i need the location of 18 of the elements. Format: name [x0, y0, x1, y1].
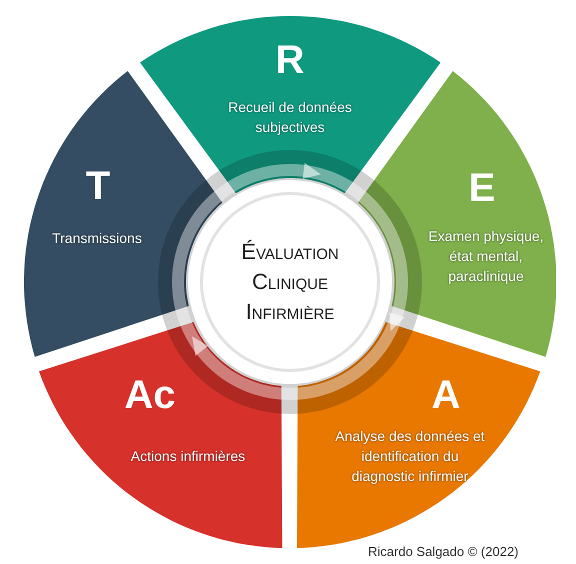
cycle-segment — [39, 322, 283, 548]
segment-letter: T — [86, 164, 110, 208]
segment-description: Examen physique, état mental, paraclinique — [427, 226, 545, 286]
segment-letter: Ac — [124, 372, 176, 417]
segment-description: Actions infirmières — [130, 446, 246, 466]
segment-description: Analyse des données et identification du diagnostic infirmier — [334, 426, 485, 486]
segment-letter: E — [468, 166, 496, 210]
cycle-segment — [24, 71, 222, 358]
center-title: Évaluation Clinique Infirmière — [240, 238, 340, 326]
center-circle — [200, 192, 380, 372]
segment-description: Transmissions — [51, 228, 143, 248]
cycle-segment — [358, 71, 556, 358]
segment-description: Recueil de données subjectives — [227, 98, 353, 137]
segment-letter: R — [276, 38, 304, 82]
credit-text: Ricardo Salgado © (2022) — [368, 544, 518, 559]
segment-letter: A — [432, 372, 460, 417]
cycle-segment — [140, 16, 440, 194]
cycle-segment — [297, 322, 541, 548]
